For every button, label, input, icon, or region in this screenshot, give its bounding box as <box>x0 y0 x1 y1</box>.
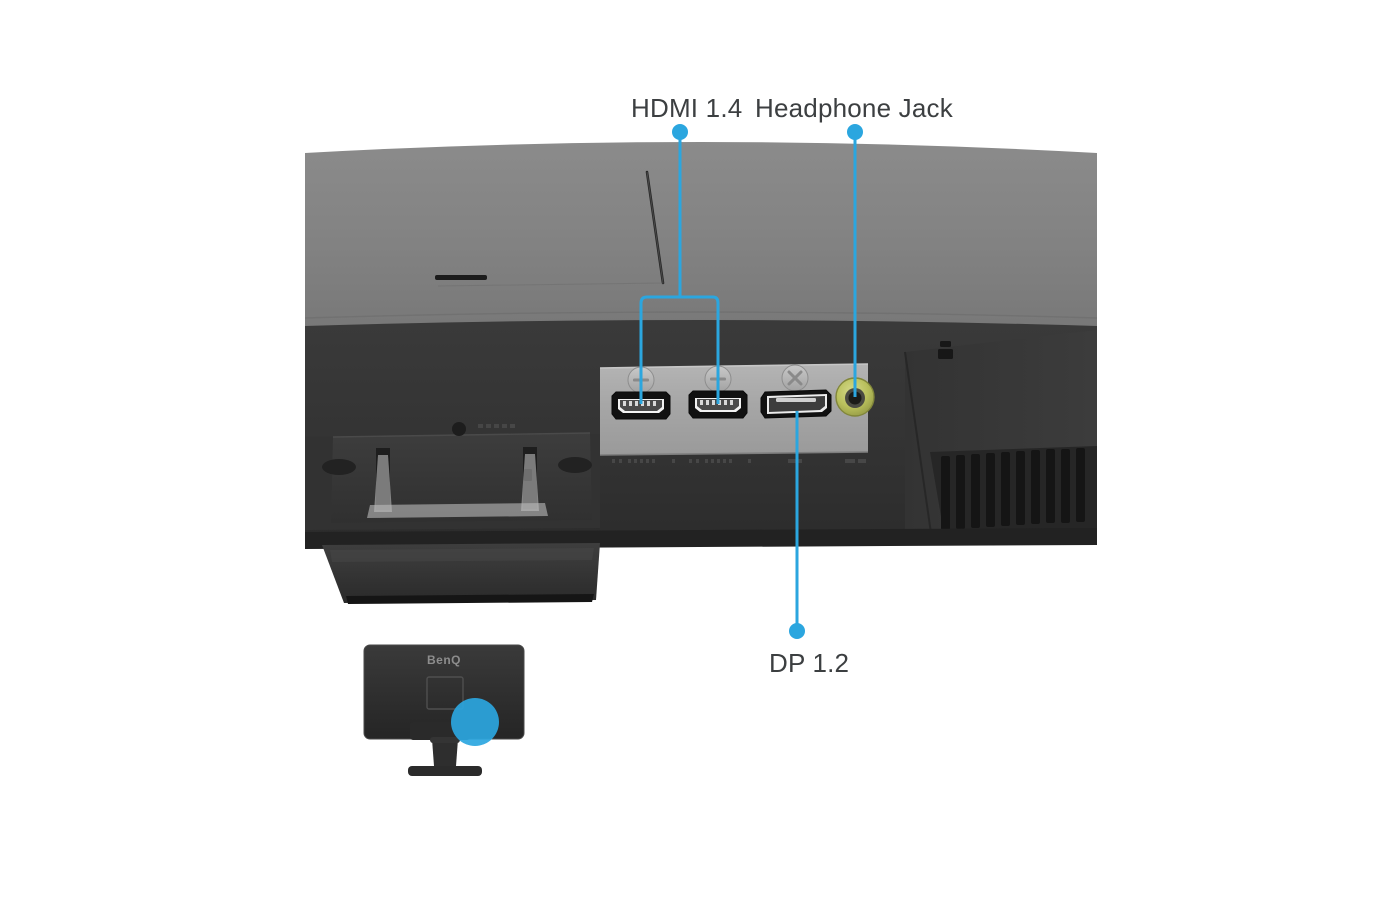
product-thumbnail: BenQ <box>363 644 525 776</box>
monitor-upper-back-panel <box>304 142 1098 330</box>
monitor-bottom-band <box>305 528 1097 604</box>
kensington-lock-icon <box>938 341 953 359</box>
port-hdmi-2 <box>688 390 748 419</box>
leader-dp <box>789 411 805 639</box>
port-displayport <box>760 389 832 419</box>
callout-label-dp: DP 1.2 <box>769 648 850 678</box>
leader-dot-dp <box>789 623 805 639</box>
callout-label-headphone: Headphone Jack <box>755 93 953 123</box>
vesa-stand-mount <box>322 422 592 523</box>
leader-dot-headphone <box>847 124 863 140</box>
thumbnail-highlight-dot <box>451 698 499 746</box>
leader-hdmi <box>639 124 720 404</box>
leader-dot-hdmi <box>672 124 688 140</box>
panel-screw-head <box>781 364 809 392</box>
port-hdmi-1 <box>611 391 671 420</box>
vent-grille <box>930 446 1097 534</box>
leader-headphone <box>847 124 863 397</box>
port-silkscreen-labels <box>612 459 866 463</box>
svg-text:BenQ: BenQ <box>427 653 461 667</box>
brand-logo: BenQ <box>427 653 461 667</box>
callout-label-hdmi: HDMI 1.4 <box>631 93 743 123</box>
